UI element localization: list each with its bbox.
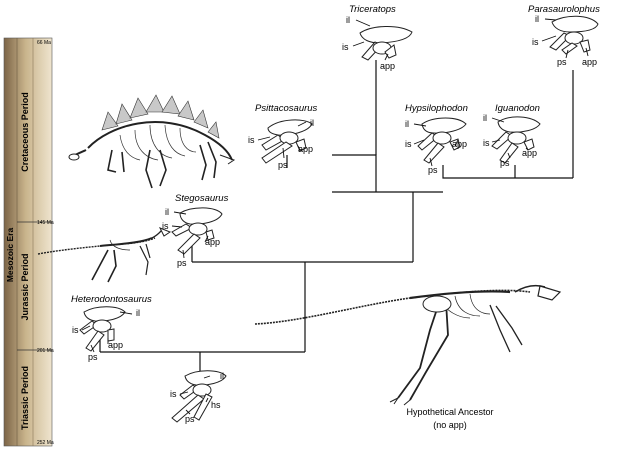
age-252: 252 Ma bbox=[37, 440, 54, 446]
label-leader-lines bbox=[81, 18, 589, 415]
ancestor-il-label: il bbox=[220, 371, 224, 381]
hypsilophodon-pelvis bbox=[417, 117, 467, 164]
age-145: 145 Ma bbox=[37, 220, 54, 226]
psittacosaurus-is-label: is bbox=[248, 135, 255, 145]
stegosaurus-il-label: il bbox=[165, 207, 169, 217]
triceratops-app-label: app bbox=[380, 61, 395, 71]
triceratops-il-label: il bbox=[346, 15, 350, 25]
stegosaurus-is-label: is bbox=[162, 221, 169, 231]
heterodontosaurus-il-label: il bbox=[136, 308, 140, 318]
psittacosaurus-ps-label: ps bbox=[278, 160, 288, 170]
hypsilophodon-app-label: app bbox=[452, 139, 467, 149]
period-cretaceous: Cretaceous Period bbox=[20, 92, 30, 172]
parasaurolophus-ps-label: ps bbox=[557, 57, 567, 67]
stegosaurus-pelvis bbox=[171, 207, 223, 255]
heterodontosaurus-pelvis bbox=[79, 306, 126, 352]
age-66: 66 Ma bbox=[37, 40, 51, 46]
taxon-parasaurolophus: Parasaurolophus bbox=[528, 4, 600, 15]
ancestor-is-label: is bbox=[170, 389, 177, 399]
iguanodon-is-label: is bbox=[483, 138, 490, 148]
heterodontosaurus-ps-label: ps bbox=[88, 352, 98, 362]
parasaurolophus-is-label: is bbox=[532, 37, 539, 47]
heterodontosaurus-app-label: app bbox=[108, 340, 123, 350]
psittacosaurus-app-label: app bbox=[298, 144, 313, 154]
stegosaurus-app-label: app bbox=[205, 237, 220, 247]
geologic-timescale: Mesozoic Era Cretaceous Period Jurassic … bbox=[3, 37, 54, 447]
age-201: 201 Ma bbox=[37, 348, 54, 354]
triceratops-pelvis bbox=[359, 26, 413, 61]
ancestor-hs-label: hs bbox=[211, 400, 221, 410]
parasaurolophus-pelvis bbox=[549, 15, 599, 55]
taxon-stegosaurus: Stegosaurus bbox=[175, 193, 229, 204]
cladogram-tree bbox=[99, 60, 574, 372]
ancestor-skeleton-drawing bbox=[254, 284, 562, 406]
era-label: Mesozoic Era bbox=[5, 228, 15, 283]
stegosaurus-ps-label: ps bbox=[177, 258, 187, 268]
hypsilophodon-il-label: il bbox=[405, 119, 409, 129]
iguanodon-app-label: app bbox=[522, 148, 537, 158]
ancestor-name: Hypothetical Ancestor bbox=[406, 407, 493, 417]
heterodontosaurus-is-label: is bbox=[72, 325, 79, 335]
taxon-heterodontosaurus: Heterodontosaurus bbox=[71, 294, 152, 305]
branch-ceratopsia bbox=[332, 154, 377, 192]
taxon-triceratops: Triceratops bbox=[349, 4, 396, 15]
taxon-iguanodon: Iguanodon bbox=[495, 103, 540, 114]
taxon-psittacosaurus: Psittacosaurus bbox=[255, 103, 318, 114]
period-triassic: Triassic Period bbox=[20, 366, 30, 430]
timescale-bar bbox=[3, 37, 53, 447]
iguanodon-il-label: il bbox=[483, 113, 487, 123]
parasaurolophus-app-label: app bbox=[582, 57, 597, 67]
psittacosaurus-pelvis bbox=[261, 119, 313, 164]
ancestor-note: (no app) bbox=[433, 420, 467, 430]
ancestor-ps-label: ps bbox=[185, 414, 195, 424]
hypsilophodon-is-label: is bbox=[405, 139, 412, 149]
branch-ornithopoda bbox=[442, 165, 573, 179]
heterodontosaurus-skeleton-drawing bbox=[37, 227, 172, 283]
ancestor-pelvis bbox=[171, 370, 227, 423]
hypsilophodon-ps-label: ps bbox=[428, 165, 438, 175]
iguanodon-pelvis bbox=[491, 116, 541, 164]
stegosaurus-skeleton-drawing bbox=[68, 94, 236, 189]
triceratops-is-label: is bbox=[342, 42, 349, 52]
period-jurassic: Jurassic Period bbox=[20, 253, 30, 320]
psittacosaurus-il-label: il bbox=[310, 118, 314, 128]
taxon-hypsilophodon: Hypsilophodon bbox=[405, 103, 468, 114]
parasaurolophus-il-label: il bbox=[535, 14, 539, 24]
iguanodon-ps-label: ps bbox=[500, 158, 510, 168]
